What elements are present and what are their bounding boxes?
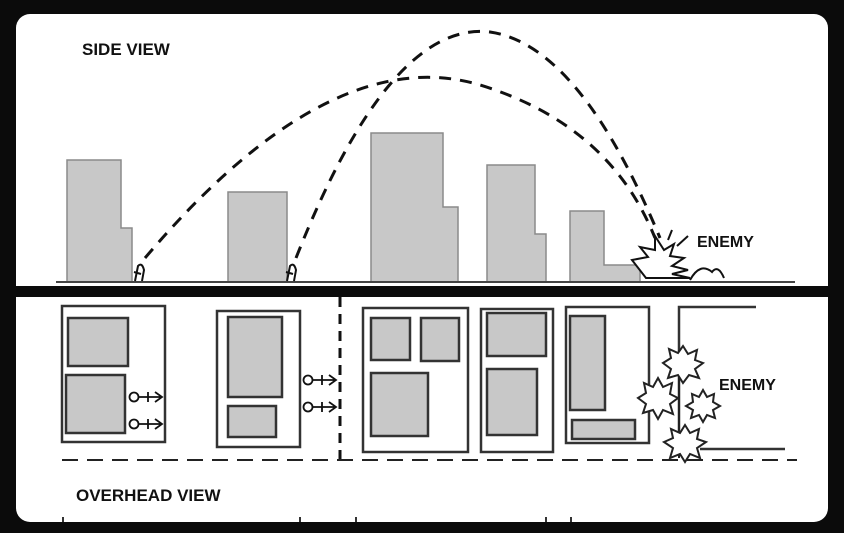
overhead-view-title: OVERHEAD VIEW (76, 486, 221, 505)
building-roof (419, 316, 461, 363)
building-roof (485, 367, 539, 437)
building-roof (369, 316, 412, 362)
building-roof (570, 418, 637, 441)
overhead-view: ENEMY OVERHEAD VIEW (60, 297, 797, 522)
building-roof (64, 373, 127, 435)
tree-icon (636, 344, 723, 464)
bottom-ticks (62, 517, 572, 522)
view-divider (16, 286, 828, 297)
building-roof (226, 315, 284, 399)
trajectory-low (143, 75, 657, 259)
side-view: SIDE VIEW ENEMY (56, 29, 795, 283)
trajectory-high (294, 29, 662, 259)
side-view-enemy-label: ENEMY (697, 234, 754, 251)
building-roof (226, 404, 278, 439)
explosion-icon (630, 229, 725, 281)
building-2 (227, 191, 288, 283)
overhead-enemy-label: ENEMY (719, 377, 776, 394)
building-roof (485, 311, 548, 358)
building-roof (369, 371, 430, 438)
building-roof (568, 314, 607, 412)
soldier-icon (133, 263, 298, 282)
building-roof (66, 316, 130, 368)
soldier-arrow-icon (128, 374, 338, 430)
side-view-title: SIDE VIEW (82, 40, 171, 59)
